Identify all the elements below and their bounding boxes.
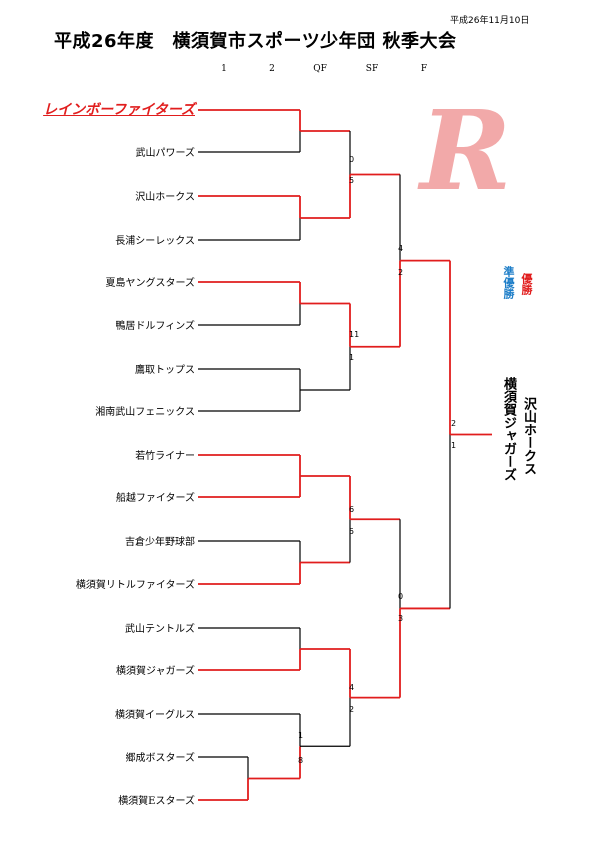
team-name: 夏島ヤングスターズ	[105, 277, 196, 289]
team-name: 武山パワーズ	[135, 147, 196, 159]
round-label-2: 2	[269, 64, 275, 74]
score-r1-top: 1	[298, 731, 304, 740]
team-name: 横須賀イーグルス	[115, 709, 195, 721]
team-name: 武山テントルズ	[125, 623, 195, 635]
score-qf3-top: 6	[349, 505, 355, 514]
score-sf2-top: 0	[398, 592, 404, 601]
round-label-1: 1	[221, 64, 227, 74]
runner-up-label: 準優勝	[502, 266, 515, 299]
event-date: 平成26年11月10日	[450, 16, 530, 26]
team-name: 横須賀リトルファイターズ	[75, 579, 195, 591]
round-label-sf: SF	[365, 64, 379, 74]
team-name: 郷成ボスターズ	[125, 752, 196, 764]
team-name: 湘南武山フェニックス	[95, 406, 195, 418]
winner-label: 優勝	[520, 273, 533, 295]
team-name: 長浦シーレックス	[115, 235, 195, 247]
winner-team: 沢山ホークス	[521, 397, 536, 475]
team-name: 沢山ホークス	[135, 191, 195, 203]
team-name: 鴨居ドルフィンズ	[115, 320, 195, 332]
score-qf4-top: 4	[349, 683, 355, 692]
page-title: 平成26年度 横須賀市スポーツ少年団 秋季大会	[54, 31, 457, 52]
score-r1-bottom: 8	[298, 756, 304, 765]
score-qf2-bottom: 1	[349, 353, 355, 362]
score-sf2-bottom: 3	[398, 614, 404, 623]
team-logo: R	[420, 86, 512, 215]
team-name: 吉倉少年野球部	[125, 536, 195, 548]
score-sf1-bottom: 2	[398, 268, 404, 277]
score-qf4-bottom: 2	[349, 705, 355, 714]
team-name: 横須賀ジャガーズ	[116, 665, 195, 677]
team-name: レインボーファイターズ	[43, 102, 195, 118]
team-name: 鷹取トップス	[135, 364, 195, 376]
team-name: 横須賀Eスターズ	[118, 795, 195, 807]
score-final-bottom: 1	[451, 441, 457, 450]
score-qf3-bottom: 5	[349, 527, 355, 536]
score-final-top: 2	[451, 419, 457, 428]
score-qf2-top: 11	[349, 330, 360, 339]
score-sf1-top: 4	[398, 244, 404, 253]
team-name: 若竹ライナー	[135, 450, 195, 462]
score-qf1-bottom: 5	[349, 176, 355, 185]
runner-up-team: 横須賀ジャガーズ	[501, 377, 516, 481]
round-label-f: F	[420, 64, 428, 74]
score-qf1-top: 0	[349, 155, 355, 164]
team-name: 船越ファイターズ	[115, 492, 195, 504]
round-label-qf: QF	[313, 64, 327, 74]
